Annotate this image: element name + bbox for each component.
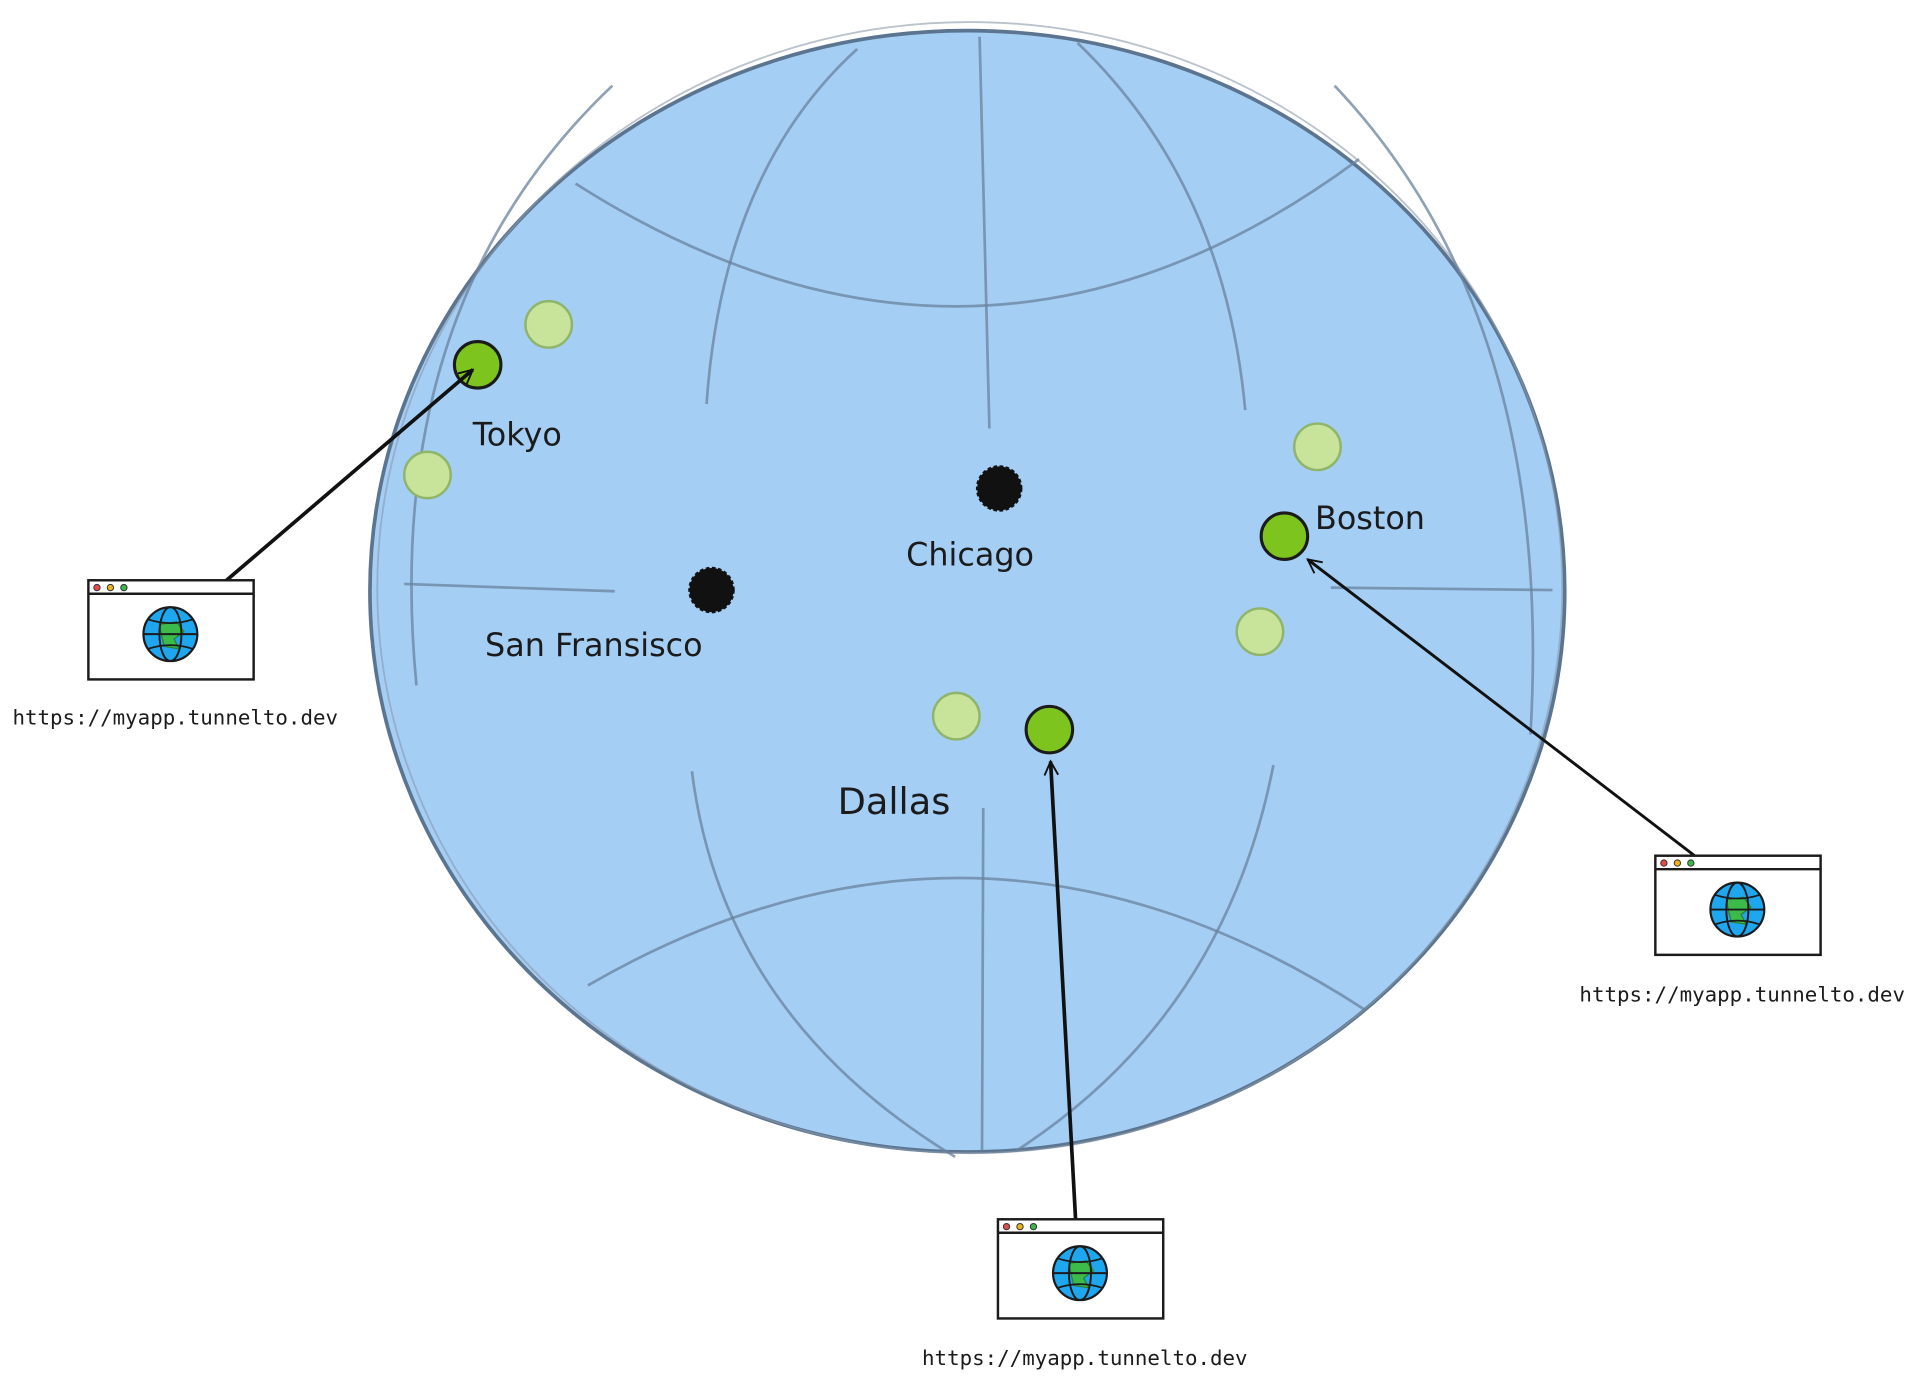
client-url: https://myapp.tunnelto.dev [1579, 982, 1905, 1006]
idle-nodes [402, 299, 1342, 741]
active-node-dallas [1024, 704, 1075, 755]
city-label-tokyo: Tokyo [472, 416, 562, 454]
hub-node-san-francisco [688, 566, 735, 614]
hub-node-chicago [975, 465, 1023, 512]
arrow-to-dallas [1051, 761, 1080, 1255]
city-label-boston: Boston [1315, 499, 1425, 537]
client-browser-2: https://myapp.tunnelto.dev [1579, 854, 1905, 1006]
arrow-to-boston [1308, 559, 1722, 877]
browser-globe-icon [1654, 854, 1822, 957]
client-browser-3: https://myapp.tunnelto.dev [922, 1218, 1248, 1370]
active-node-boston [1259, 511, 1310, 561]
globe [368, 21, 1567, 1159]
browser-globe-icon [87, 579, 255, 681]
client-browser-1: https://myapp.tunnelto.dev [12, 579, 338, 730]
city-label-dallas: Dallas [838, 780, 951, 823]
connection-arrows [201, 368, 1722, 1255]
client-url: https://myapp.tunnelto.dev [922, 1346, 1248, 1370]
idle-node [931, 691, 981, 741]
idle-node [1292, 422, 1342, 472]
idle-node [402, 450, 452, 500]
client-url: https://myapp.tunnelto.dev [12, 706, 338, 730]
city-label-san-francisco: San Fransisco [485, 626, 703, 664]
browser-globe-icon [996, 1218, 1165, 1320]
idle-node [1235, 607, 1285, 657]
hub-nodes [688, 465, 1023, 614]
idle-node [524, 299, 574, 349]
city-label-chicago: Chicago [906, 536, 1034, 574]
arrow-to-tokyo [201, 368, 473, 603]
